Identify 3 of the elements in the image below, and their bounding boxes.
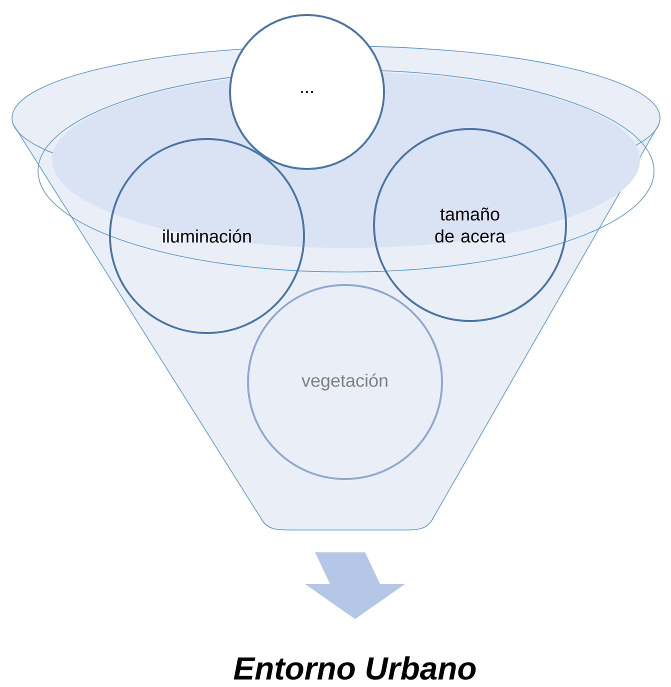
caption-text: Entorno Urbano (234, 656, 476, 680)
arrow (305, 552, 405, 620)
funnel-drawing (12, 46, 660, 530)
